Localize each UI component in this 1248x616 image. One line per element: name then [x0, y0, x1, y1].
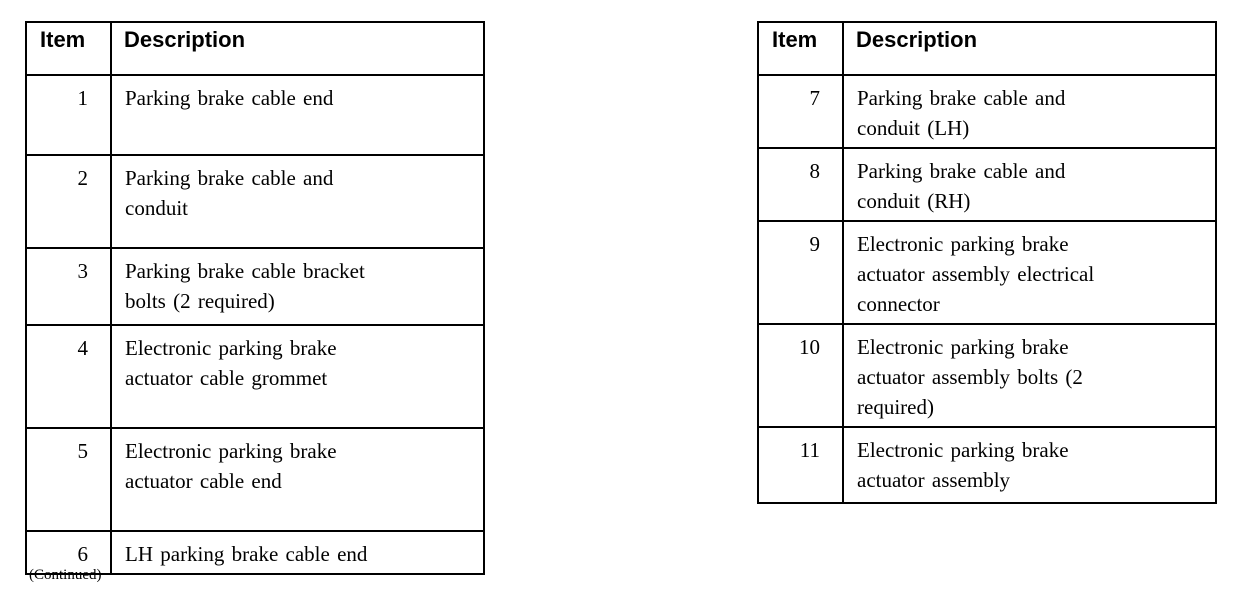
description-line: required): [857, 395, 934, 419]
table-row: 7 Parking brake cable and conduit (LH): [757, 74, 1217, 149]
description-line: Electronic parking brake: [125, 439, 337, 463]
item-number-cell: 6: [25, 530, 112, 575]
item-number-cell: 8: [757, 147, 844, 222]
item-number-cell: 3: [25, 247, 112, 326]
table-row: 8 Parking brake cable and conduit (RH): [757, 147, 1217, 222]
description-line: Parking brake cable and: [857, 86, 1066, 110]
description-line: Electronic parking brake: [125, 336, 337, 360]
item-number-cell: 10: [757, 323, 844, 428]
table-row: 9 Electronic parking brake actuator assemb…: [757, 220, 1217, 325]
parts-table-left: Item Description 1 Parking brake cable en…: [25, 21, 485, 575]
description-line: actuator assembly: [857, 468, 1011, 492]
description-cell: Electronic parking brake actuator assembl…: [842, 426, 1217, 504]
description-line: LH parking brake cable end: [125, 542, 368, 566]
description-line: Electronic parking brake: [857, 232, 1069, 256]
description-line: Parking brake cable bracket: [125, 259, 365, 283]
table-row: 6 LH parking brake cable end: [25, 530, 485, 575]
description-line: bolts (2 required): [125, 289, 275, 313]
description-line: connector: [857, 292, 940, 316]
item-number-cell: 7: [757, 74, 844, 149]
item-number-cell: 5: [25, 427, 112, 532]
description-line: actuator assembly electrical: [857, 262, 1095, 286]
item-number-cell: 2: [25, 154, 112, 249]
column-header-item: Item: [25, 21, 112, 76]
description-cell: Electronic parking brake actuator assembl…: [842, 323, 1217, 428]
description-line: conduit (LH): [857, 116, 970, 140]
header-row: Item Description: [757, 21, 1217, 76]
description-line: actuator cable grommet: [125, 366, 328, 390]
description-cell: Parking brake cable and conduit: [110, 154, 485, 249]
description-line: Parking brake cable and: [125, 166, 334, 190]
description-line: Parking brake cable and: [857, 159, 1066, 183]
description-cell: Electronic parking brake actuator cable e…: [110, 427, 485, 532]
description-cell: Electronic parking brake actuator cable g…: [110, 324, 485, 429]
description-cell: Parking brake cable end: [110, 74, 485, 156]
continued-note: (Continued): [29, 567, 102, 583]
description-line: conduit (RH): [857, 189, 971, 213]
description-line: conduit: [125, 196, 188, 220]
description-cell: Parking brake cable and conduit (RH): [842, 147, 1217, 222]
item-number-cell: 1: [25, 74, 112, 156]
description-line: actuator assembly bolts (2: [857, 365, 1083, 389]
description-line: actuator cable end: [125, 469, 282, 493]
table-row: 4 Electronic parking brake actuator cable …: [25, 324, 485, 429]
table-row: 2 Parking brake cable and conduit: [25, 154, 485, 249]
description-line: Electronic parking brake: [857, 335, 1069, 359]
item-number-cell: 11: [757, 426, 844, 504]
table-row: 10 Electronic parking brake actuator assem…: [757, 323, 1217, 428]
table-header-left: Item Description: [25, 21, 485, 76]
table-header-right: Item Description: [757, 21, 1217, 76]
item-number-cell: 4: [25, 324, 112, 429]
table-row: 5 Electronic parking brake actuator cable …: [25, 427, 485, 532]
column-header-description: Description: [110, 21, 485, 76]
item-number-cell: 9: [757, 220, 844, 325]
table-row: 1 Parking brake cable end: [25, 74, 485, 156]
column-header-description: Description: [842, 21, 1217, 76]
description-line: Electronic parking brake: [857, 438, 1069, 462]
column-header-item: Item: [757, 21, 844, 76]
description-cell: LH parking brake cable end: [110, 530, 485, 575]
description-cell: Parking brake cable bracket bolts (2 requ…: [110, 247, 485, 326]
description-cell: Parking brake cable and conduit (LH): [842, 74, 1217, 149]
table-row: 11 Electronic parking brake actuator assem…: [757, 426, 1217, 504]
table-row: 3 Parking brake cable bracket bolts (2 req…: [25, 247, 485, 326]
description-line: Parking brake cable end: [125, 86, 334, 110]
header-row: Item Description: [25, 21, 485, 76]
description-cell: Electronic parking brake actuator assembl…: [842, 220, 1217, 325]
